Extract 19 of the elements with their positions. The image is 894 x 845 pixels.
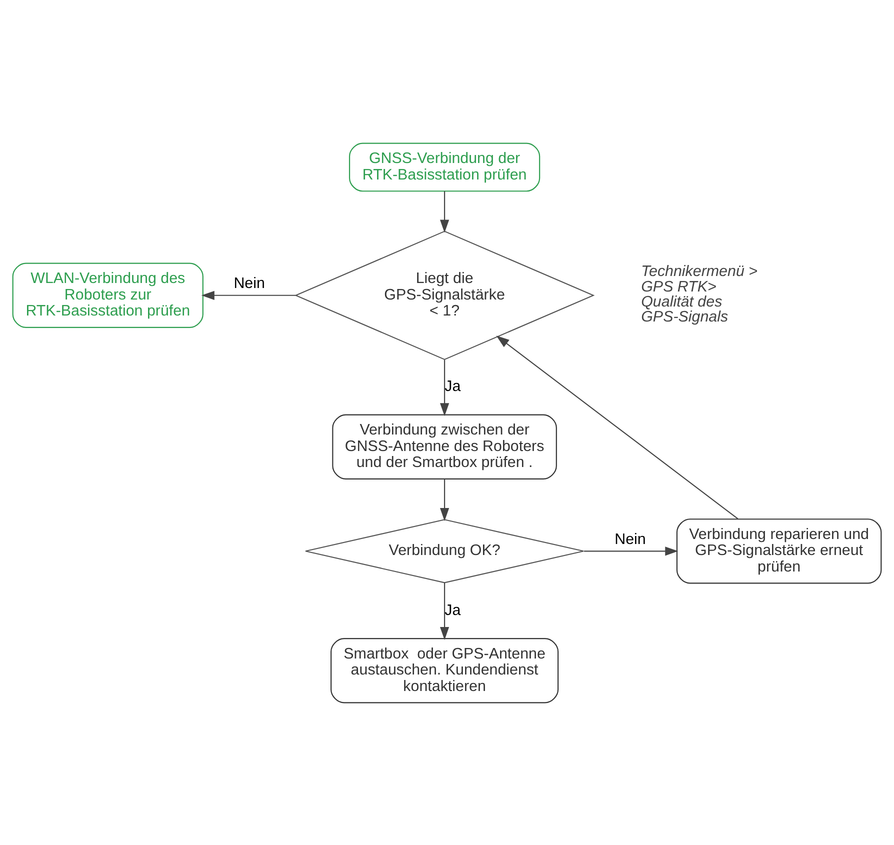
arrow bbox=[440, 582, 450, 640]
edge-label: Nein bbox=[234, 274, 265, 292]
node-box: WLAN-Verbindung des Roboters zur RTK-Basisstation prüfen bbox=[12, 262, 204, 328]
arrow bbox=[440, 190, 450, 232]
node-box: Verbindung zwischen der GNSS-Antenne des Roboters und der Smartbox prüfen . bbox=[332, 414, 557, 479]
node-label: Technikermenü > GPS RTK> Qualität des GPS-Signals bbox=[641, 262, 758, 326]
node-box: Smartbox oder GPS-Antenne austauschen. Kundendienst kontaktieren bbox=[330, 638, 559, 703]
edge-label: Ja bbox=[444, 378, 461, 395]
edge-label: Nein bbox=[614, 530, 646, 548]
node-box: GNSS-Verbindung der RTK-Basisstation prüfen bbox=[348, 142, 540, 192]
node-box: Verbindung reparieren und GPS-Signalstärke erneut prüfen bbox=[676, 518, 882, 584]
node-diamond: Liegt die GPS-Signalstärke < 1? bbox=[294, 230, 595, 360]
arrow bbox=[496, 335, 738, 519]
arrow bbox=[201, 290, 296, 300]
arrow bbox=[440, 478, 450, 521]
edge-label: Ja bbox=[444, 601, 461, 618]
arrow bbox=[584, 546, 678, 556]
node-diamond: Verbindung OK? bbox=[305, 518, 584, 583]
arrow bbox=[440, 359, 450, 416]
